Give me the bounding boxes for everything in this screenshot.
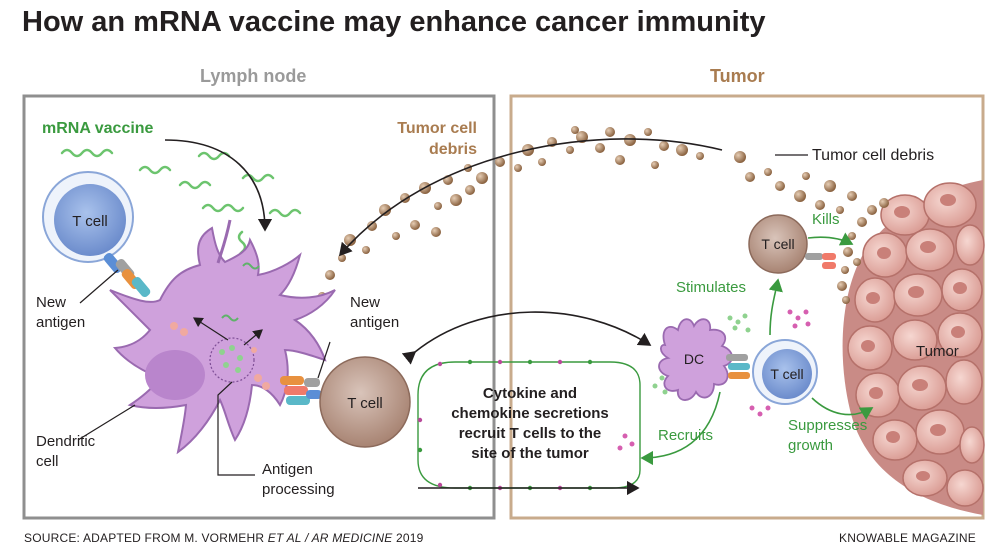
antigen-processing-line2: processing bbox=[262, 481, 335, 498]
t-cell-tumor-blue bbox=[752, 339, 818, 405]
t-cell-tumor-brown bbox=[748, 214, 836, 274]
tumor-debris-label-line1: Tumor cell bbox=[397, 120, 477, 137]
dendritic-cell bbox=[109, 219, 336, 455]
antigen-processing-line1: Antigen bbox=[262, 461, 313, 478]
publisher-credit: KNOWABLE MAGAZINE bbox=[839, 531, 976, 545]
tumor-heading: Tumor bbox=[710, 66, 765, 86]
kills-arrow bbox=[807, 232, 854, 246]
lymph-node-heading: Lymph node bbox=[200, 66, 307, 86]
cytokine-line1: Cytokine and bbox=[483, 385, 577, 402]
dendritic-leader-line bbox=[77, 404, 136, 441]
cytokine-line4: site of the tumor bbox=[471, 445, 589, 462]
new-antigen-mid-line2: antigen bbox=[350, 314, 399, 331]
new-antigen-mid-line1: New bbox=[350, 294, 380, 311]
source-year: 2019 bbox=[392, 531, 424, 545]
receptor-complex-left bbox=[103, 252, 151, 298]
debris-flow-arrow bbox=[338, 138, 723, 257]
cytokine-line2: chemokine secretions bbox=[451, 405, 609, 422]
cytokine-line3: recruit T cells to the bbox=[459, 425, 602, 442]
kills-label: Kills bbox=[812, 211, 840, 228]
suppresses-line1: Suppresses bbox=[788, 417, 867, 434]
new-antigen-left-leader bbox=[79, 269, 119, 304]
dc-tumor bbox=[658, 318, 750, 401]
mrna-vaccine-label: mRNA vaccine bbox=[42, 120, 154, 137]
t-cell-label-1: T cell bbox=[72, 213, 108, 230]
suppresses-line2: growth bbox=[788, 437, 833, 454]
recruits-label: Recruits bbox=[658, 427, 713, 444]
loop-dots bbox=[417, 359, 593, 491]
t-cell-lymph-node bbox=[42, 171, 134, 263]
new-antigen-left-line2: antigen bbox=[36, 314, 85, 331]
dendritic-label-line2: cell bbox=[36, 453, 59, 470]
t-cell-label-3: T cell bbox=[761, 236, 794, 252]
mrna-uptake-arrow bbox=[164, 139, 273, 232]
new-antigen-mid-leader bbox=[317, 341, 331, 379]
t-cell-label-4: T cell bbox=[770, 366, 803, 382]
stimulates-arrow bbox=[768, 278, 783, 336]
suppresses-arrow bbox=[811, 397, 874, 420]
tumor-mass-label: Tumor bbox=[916, 343, 959, 360]
t-cell-label-2: T cell bbox=[347, 395, 383, 412]
receptor-complex-middle bbox=[280, 376, 322, 405]
recruits-arrow bbox=[640, 391, 721, 466]
figure-title: How an mRNA vaccine may enhance cancer i… bbox=[22, 6, 766, 38]
source-credit: SOURCE: ADAPTED FROM M. VORMEHR ET AL / … bbox=[24, 531, 424, 545]
t-cell-activated bbox=[319, 356, 411, 448]
migration-arrow bbox=[401, 311, 652, 365]
tumor-debris-right-label: Tumor cell debris bbox=[812, 147, 934, 164]
source-prefix: SOURCE: ADAPTED FROM M. VORMEHR bbox=[24, 531, 268, 545]
cytokine-dots bbox=[617, 309, 811, 451]
tumor-debris-label-line2: debris bbox=[429, 141, 477, 158]
stimulates-label: Stimulates bbox=[676, 279, 746, 296]
dendritic-label-line1: Dendritic bbox=[36, 433, 96, 450]
dc-label: DC bbox=[684, 351, 704, 367]
tumor-mass bbox=[837, 180, 985, 515]
tumor-debris-particles bbox=[318, 126, 857, 300]
antigen-processing-leader bbox=[217, 381, 255, 476]
new-antigen-left-line1: New bbox=[36, 294, 66, 311]
source-italic: ET AL / AR MEDICINE bbox=[267, 531, 393, 545]
